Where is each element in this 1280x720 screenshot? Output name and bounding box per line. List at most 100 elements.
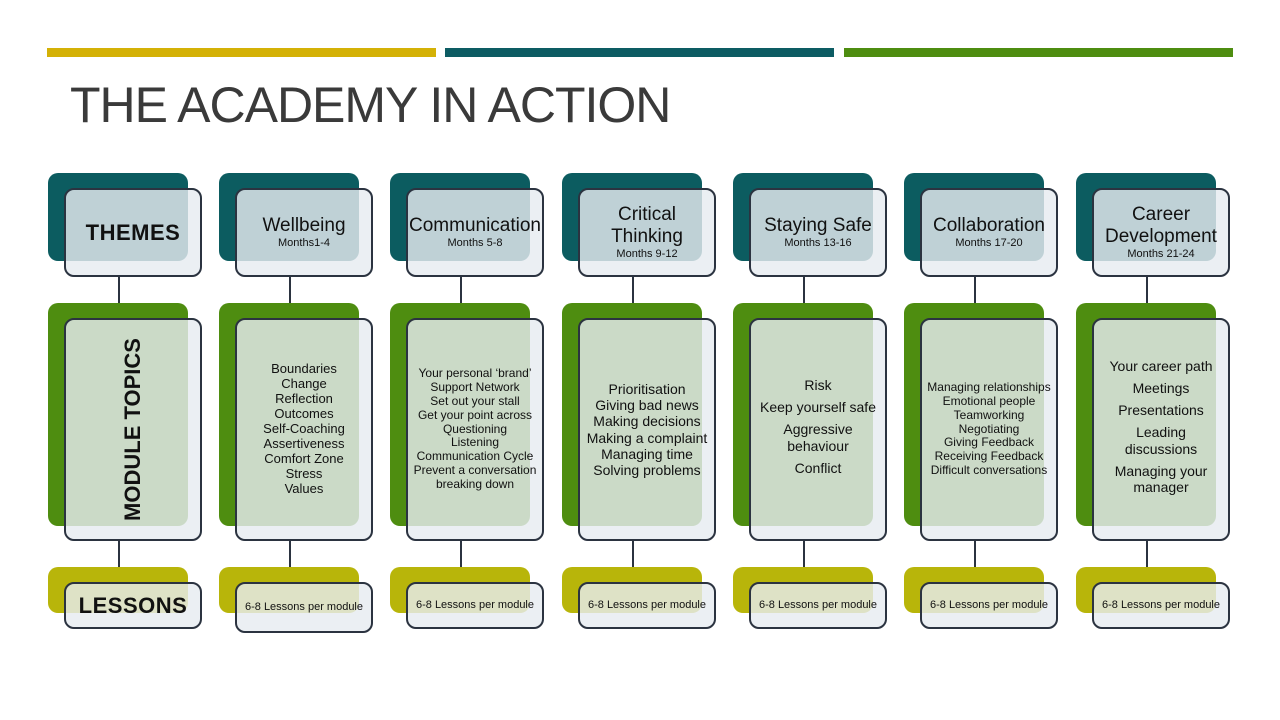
topic-item: Values <box>284 480 324 496</box>
theme-months: Months 13-16 <box>784 237 852 249</box>
label-column: THEMES MODULE TOPICS LESSONS <box>48 0 208 720</box>
themes-label-box: THEMES <box>64 188 202 277</box>
topic-item: Set out your stall <box>430 394 520 408</box>
lessons-label-box: LESSONS <box>64 582 202 629</box>
topic-item: Change <box>281 376 327 392</box>
connector <box>118 541 120 582</box>
connector <box>974 277 976 318</box>
topic-item: Self-Coaching <box>263 421 345 437</box>
topic-item: Making decisions <box>593 413 701 430</box>
module-topics-label: MODULE TOPICS <box>120 338 145 521</box>
topic-item: Your personal ‘brand’ <box>418 366 532 381</box>
themes-label: THEMES <box>85 219 181 245</box>
theme-name: Career Development <box>1105 204 1217 247</box>
topic-item: Giving Feedback <box>943 435 1035 450</box>
topic-item: Questioning <box>442 421 508 436</box>
connector <box>289 541 291 582</box>
lessons-box: 6-8 Lessons per module <box>235 582 373 633</box>
theme-months: Months 17-20 <box>955 237 1023 249</box>
topic-item: Assertiveness <box>263 435 345 451</box>
topic-item: Support Network <box>430 380 520 395</box>
topic-item: Managing relationships <box>927 380 1051 395</box>
topic-item: Aggressive behaviour <box>783 421 853 454</box>
theme-name: Communication <box>409 215 541 236</box>
lessons-text: 6-8 Lessons per module <box>244 601 363 613</box>
topic-item: Outcomes <box>274 406 334 422</box>
theme-name: Critical Thinking <box>611 204 683 247</box>
connector <box>118 277 120 318</box>
connector <box>803 541 805 582</box>
lessons-box: 6-8 Lessons per module <box>920 582 1058 629</box>
connector <box>632 541 634 582</box>
theme-name: Wellbeing <box>262 215 346 236</box>
connector <box>803 277 805 318</box>
lessons-text: 6-8 Lessons per module <box>415 599 534 611</box>
topic-item: Emotional people <box>942 394 1036 408</box>
topic-item: Conflict <box>794 459 842 476</box>
lessons-box: 6-8 Lessons per module <box>578 582 716 629</box>
accent-bar-teal <box>445 48 834 57</box>
connector <box>1146 541 1148 582</box>
topic-item: Managing time <box>601 445 693 462</box>
theme-months: Months 5-8 <box>447 237 503 249</box>
topic-item: Presentations <box>1118 402 1204 419</box>
connector <box>460 541 462 582</box>
slide-title: THE ACADEMY IN ACTION <box>70 77 671 133</box>
lessons-box: 6-8 Lessons per module <box>406 582 544 629</box>
topic-item: Teamworking <box>953 407 1025 422</box>
topic-item: Leading discussions <box>1124 424 1198 457</box>
topic-item: Keep yourself safe <box>760 399 876 416</box>
lessons-box: 6-8 Lessons per module <box>749 582 887 629</box>
connector <box>460 277 462 318</box>
theme-name: Collaboration <box>933 215 1045 236</box>
lessons-box: 6-8 Lessons per module <box>1092 582 1230 629</box>
lessons-text: 6-8 Lessons per module <box>758 599 877 611</box>
topic-item: Comfort Zone <box>264 450 344 466</box>
topic-item: Negotiating <box>958 421 1020 436</box>
topic-item: Prioritisation <box>608 381 686 398</box>
topic-item: Listening <box>450 435 500 450</box>
connector <box>1146 277 1148 318</box>
theme-months: Months 21-24 <box>1127 248 1195 260</box>
topic-item: Prevent a conversation breaking down <box>413 462 537 491</box>
topic-item: Risk <box>804 377 832 394</box>
topic-item: Get your point across <box>417 407 533 422</box>
topic-item: Giving bad news <box>595 397 699 414</box>
topic-item: Meetings <box>1132 380 1190 397</box>
topic-item: Receiving Feedback <box>934 449 1044 464</box>
topic-item: Communication Cycle <box>416 449 534 464</box>
theme-months: Months 9-12 <box>616 248 678 260</box>
lessons-text: 6-8 Lessons per module <box>587 599 706 611</box>
theme-months: Months1-4 <box>278 237 330 249</box>
topic-item: Difficult conversations <box>930 462 1048 477</box>
connector <box>289 277 291 318</box>
topic-item: Your career path <box>1109 358 1213 375</box>
accent-bar-green <box>844 48 1233 57</box>
topic-item: Boundaries <box>271 361 337 377</box>
topic-item: Reflection <box>275 391 333 407</box>
connector <box>974 541 976 582</box>
connector <box>632 277 634 318</box>
lessons-text: 6-8 Lessons per module <box>1101 599 1220 611</box>
lessons-text: 6-8 Lessons per module <box>929 599 1048 611</box>
topic-item: Solving problems <box>593 461 701 478</box>
